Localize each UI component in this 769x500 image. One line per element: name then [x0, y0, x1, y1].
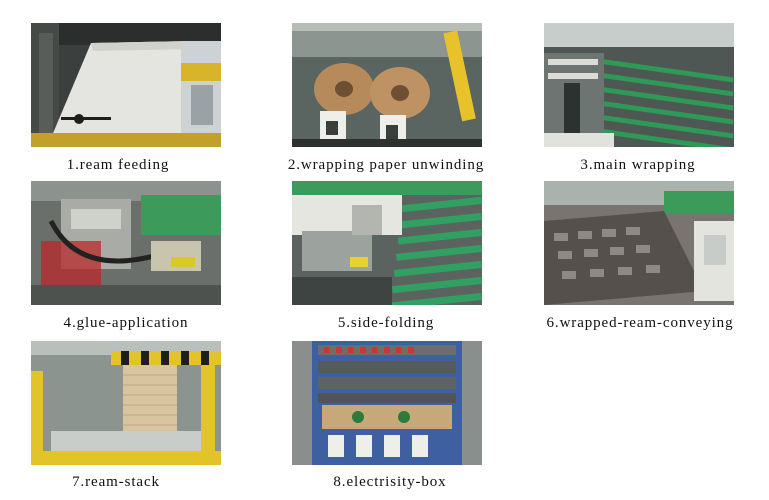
photo-wrapping-paper-unwinding — [292, 23, 482, 147]
caption-wrapped-ream-conveying: 6.wrapped-ream-conveying — [546, 315, 734, 331]
photo-wrapped-ream-conveying — [544, 181, 734, 305]
caption-ream-stack: 7.ream-stack — [72, 474, 160, 490]
caption-electrisity-box: 8.electrisity-box — [333, 474, 447, 490]
photo-glue-application — [31, 181, 221, 305]
photo-ream-stack — [31, 341, 221, 465]
caption-wrapping-paper-unwinding: 2.wrapping paper unwinding — [287, 157, 485, 173]
caption-side-folding: 5.side-folding — [337, 315, 435, 331]
photo-ream-feeding — [31, 23, 221, 147]
photo-electrisity-box — [292, 341, 482, 465]
photo-main-wrapping — [544, 23, 734, 147]
caption-main-wrapping: 3.main wrapping — [580, 157, 696, 173]
caption-glue-application: 4.glue-application — [63, 315, 189, 331]
photo-side-folding — [292, 181, 482, 305]
caption-ream-feeding: 1.ream feeding — [66, 157, 170, 173]
